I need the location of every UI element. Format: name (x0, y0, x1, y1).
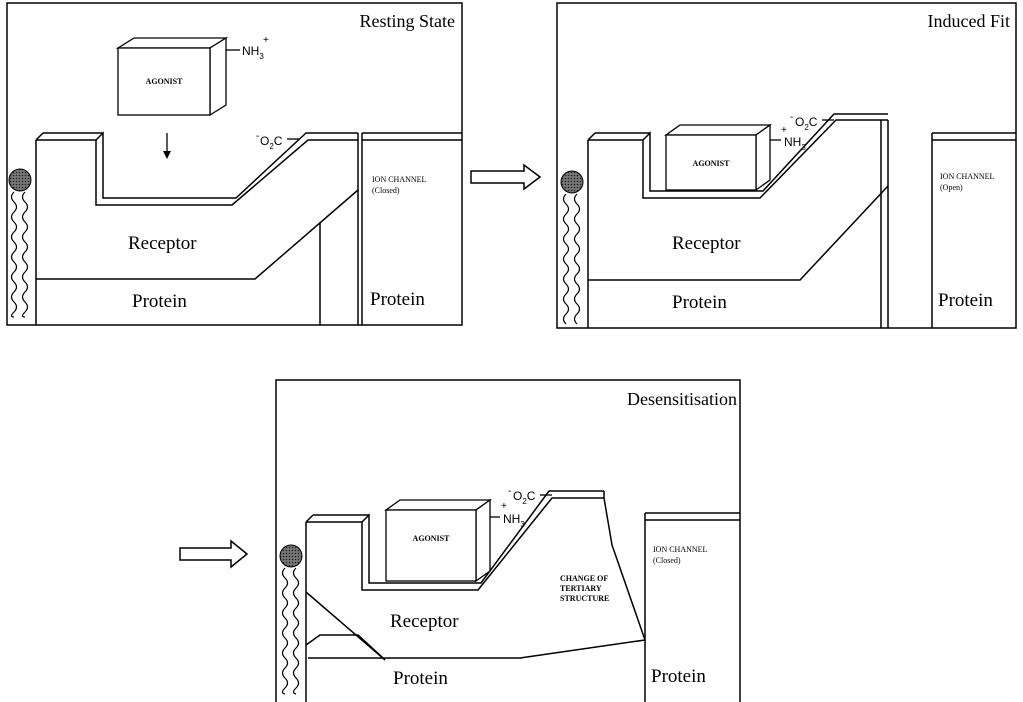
agonist-block: AGONIST (386, 500, 490, 581)
carboxylate-group: O (513, 489, 522, 503)
receptor-label: Receptor (128, 233, 197, 254)
amine-charge: + (501, 501, 507, 512)
binding-arrow-head (163, 151, 171, 159)
svg-text:O2C: O2C (513, 489, 536, 506)
carboxylate-group: O (795, 115, 804, 129)
svg-text:NH3: NH3 (784, 135, 806, 152)
panel-desensitisation: Desensitisation AGONIST NH3 + - O2C (276, 380, 740, 702)
svg-text:O2C: O2C (795, 115, 818, 132)
ion-channel: ION CHANNEL (Open) Protein (932, 133, 1016, 328)
channel-label: ION CHANNEL (940, 172, 995, 181)
transition-arrow-icon (180, 541, 247, 567)
agonist-label: AGONIST (146, 77, 184, 86)
agonist-block: AGONIST (118, 38, 226, 115)
protein-right-label: Protein (938, 290, 993, 311)
lipid-anchor (561, 171, 583, 324)
protein-left-label: Protein (393, 668, 448, 689)
channel-label: ION CHANNEL (653, 545, 708, 554)
panel-frame (7, 3, 462, 325)
amine-charge: + (781, 125, 787, 136)
agonist-label: AGONIST (693, 159, 731, 168)
carboxylate-charge: - (508, 486, 511, 497)
panel-induced-fit: Induced Fit AGONIST NH3 + - O2C Receptor… (557, 3, 1016, 328)
panel-frame (276, 380, 740, 702)
change-label: CHANGE OF TERTIARY STRUCTURE (560, 574, 610, 603)
receptor-protein (36, 133, 358, 325)
channel-state: (Closed) (372, 186, 400, 195)
lipid-head-icon (9, 169, 31, 191)
lipid-head-icon (280, 545, 302, 567)
svg-text:NH3: NH3 (242, 44, 264, 61)
amine-subscript: 3 (259, 52, 264, 61)
amine-group: NH (242, 44, 259, 58)
panel-title: Desensitisation (627, 389, 737, 409)
ion-channel: ION CHANNEL (Closed) Protein (362, 133, 462, 325)
protein-right-label: Protein (370, 289, 425, 310)
receptor-label: Receptor (390, 611, 459, 632)
carboxylate-group: O (260, 134, 269, 148)
channel-state: (Open) (940, 183, 963, 192)
protein-left-label: Protein (132, 291, 187, 312)
protein-left-label: Protein (672, 292, 727, 313)
svg-text:O2C: O2C (260, 134, 283, 151)
protein-right-label: Protein (651, 666, 706, 687)
receptor-label: Receptor (672, 233, 741, 254)
lipid-anchor (9, 169, 31, 317)
carboxylate-charge: - (256, 131, 259, 142)
lipid-head-icon (561, 171, 583, 193)
carboxylate-charge: - (790, 112, 793, 123)
panel-title: Induced Fit (928, 11, 1011, 31)
amine-group: NH (784, 135, 801, 149)
ion-channel: ION CHANNEL (Closed) Protein (645, 513, 740, 702)
panel-resting-state: Resting State AGONIST NH3 + - O2C Rece (7, 3, 462, 325)
agonist-block: AGONIST (666, 125, 770, 190)
transition-arrow-icon (471, 165, 540, 189)
panel-title: Resting State (360, 11, 456, 31)
channel-label: ION CHANNEL (372, 175, 427, 184)
amine-group: NH (503, 512, 520, 526)
agonist-label: AGONIST (413, 534, 451, 543)
amine-charge: + (263, 35, 269, 46)
svg-text:NH3: NH3 (503, 512, 525, 529)
channel-state: (Closed) (653, 556, 681, 565)
lipid-anchor (280, 545, 302, 694)
